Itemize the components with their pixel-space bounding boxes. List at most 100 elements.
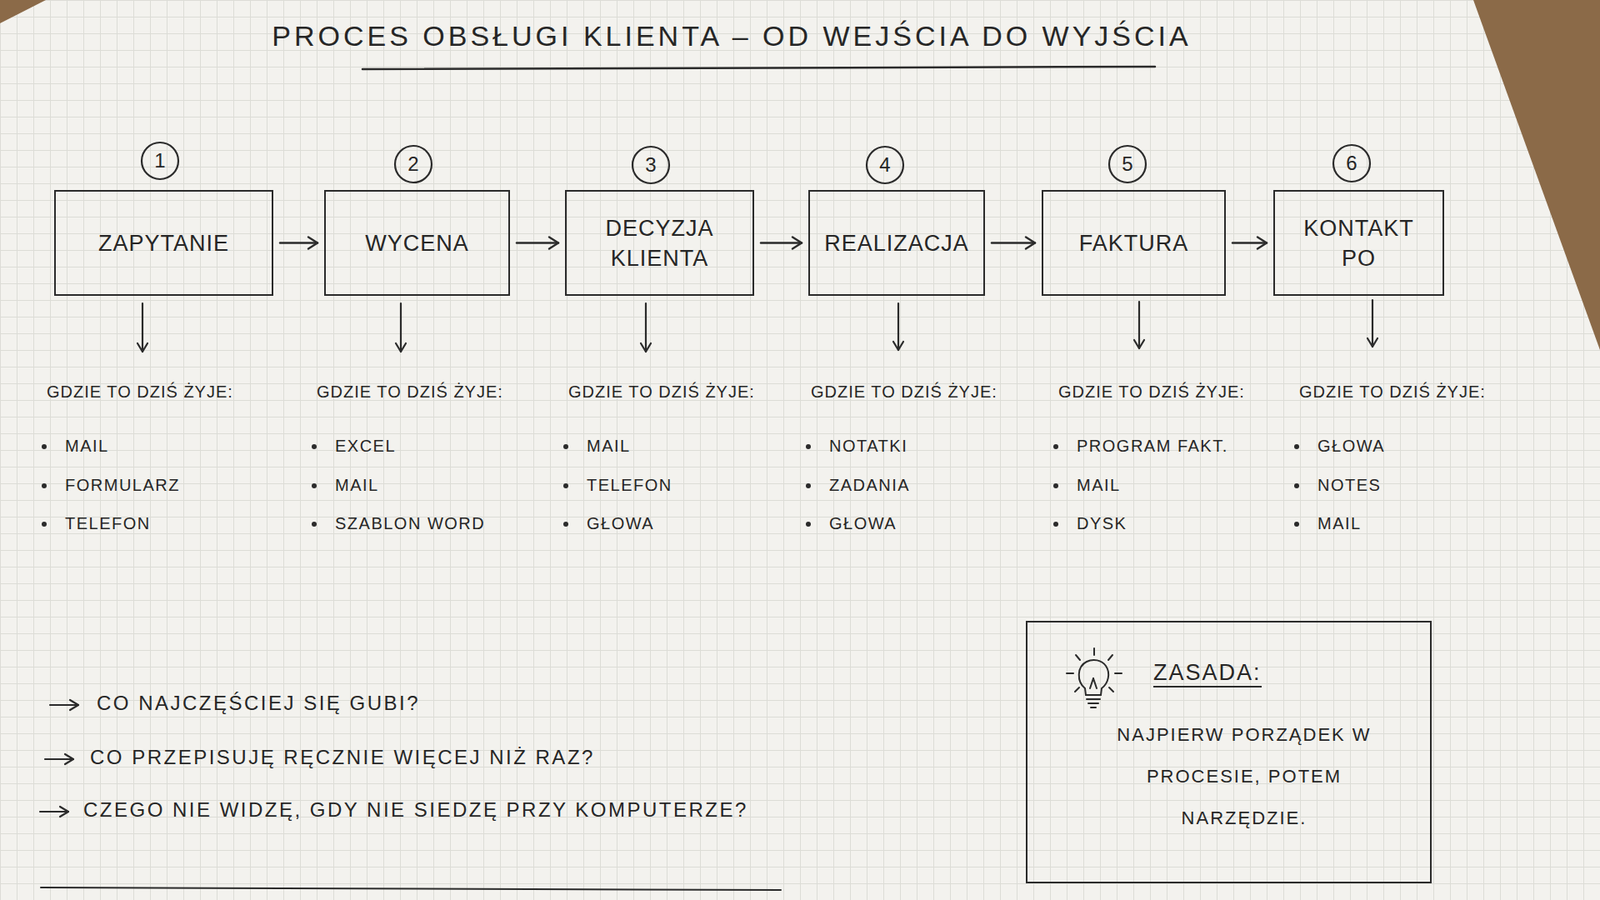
step-number-circle: 2 — [393, 144, 434, 185]
step-number-circle: 4 — [865, 145, 905, 185]
step-number: 1 — [154, 149, 165, 173]
process-box: DECYZJA KLIENTA — [565, 190, 755, 296]
down-arrow — [400, 303, 402, 352]
guiding-question: CZEGO NIE WIDZĘ, GDY NIE SIEDZĘ PRZY KOM… — [83, 798, 749, 822]
location-item: NOTES — [1317, 475, 1381, 495]
process-box: WYCENA — [324, 190, 510, 296]
location-item: MAIL — [586, 436, 631, 456]
down-arrow — [1371, 300, 1374, 347]
bullet-dot — [1053, 444, 1059, 450]
title-underline — [362, 66, 1155, 70]
guiding-question: CO NAJCZĘŚCIEJ SIĘ GUBI? — [96, 691, 420, 715]
step-number: 2 — [407, 152, 419, 176]
bullet-dot — [1053, 521, 1059, 527]
process-label: KONTAKT PO — [1285, 213, 1433, 274]
bullet-dot — [41, 483, 47, 489]
flow-arrow — [516, 241, 559, 244]
bullet-dot — [41, 444, 47, 450]
step-number: 6 — [1345, 151, 1357, 175]
flow-arrow — [280, 241, 318, 244]
step-number: 4 — [879, 153, 890, 177]
location-item: NOTATKI — [829, 436, 908, 456]
circle-outline — [866, 146, 904, 184]
bullet-dot — [563, 444, 569, 450]
circle-outline — [395, 145, 432, 183]
bullet-dot — [805, 444, 811, 450]
location-item: ZADANIA — [829, 475, 910, 495]
location-item: PROGRAM FAKT. — [1076, 436, 1229, 456]
location-item: MAIL — [1317, 514, 1362, 534]
step-number-circle: 5 — [1107, 144, 1148, 185]
location-item: MAIL — [1076, 475, 1121, 495]
step-number-circle: 3 — [630, 145, 671, 185]
location-heading: GDZIE TO DZIŚ ŻYJE: — [568, 382, 755, 402]
location-item: TELEFON — [586, 475, 673, 495]
location-item: TELEFON — [65, 514, 151, 534]
location-item: DYSK — [1076, 514, 1127, 534]
location-heading: GDZIE TO DZIŚ ŻYJE: — [810, 382, 998, 402]
down-arrows — [142, 300, 1373, 352]
location-item: FORMULARZ — [65, 475, 180, 495]
step-number-circle: 6 — [1331, 143, 1372, 184]
location-heading: GDZIE TO DZIŚ ŻYJE: — [46, 382, 234, 402]
bullet-dot — [805, 483, 811, 489]
bullet-dot — [311, 444, 317, 450]
flow-arrow — [760, 241, 802, 244]
location-heading: GDZIE TO DZIŚ ŻYJE: — [316, 382, 504, 402]
question-arrow — [45, 758, 74, 760]
bullet-dot — [805, 521, 811, 527]
flow-arrow — [991, 241, 1035, 244]
question-arrow — [40, 810, 69, 813]
down-arrow — [141, 303, 144, 352]
bullet-dot — [311, 521, 317, 527]
process-box: REALIZACJA — [808, 190, 985, 296]
process-box: ZAPYTANIE — [54, 190, 274, 296]
process-label: ZAPYTANIE — [65, 228, 262, 259]
bullet-dot — [1294, 444, 1300, 450]
process-label: WYCENA — [335, 228, 499, 259]
process-label: DECYZJA KLIENTA — [576, 213, 743, 274]
bullet-dot — [1294, 483, 1300, 489]
bullet-dot — [563, 521, 569, 527]
bullet-dot — [563, 483, 569, 489]
location-item: GŁOWA — [829, 514, 897, 534]
rule-heading: ZASADA: — [1153, 660, 1262, 688]
down-arrow — [897, 303, 900, 350]
bullet-dot — [311, 483, 317, 489]
location-item: EXCEL — [335, 436, 396, 456]
bullet-dot — [1294, 521, 1300, 527]
step-number: 5 — [1121, 152, 1133, 176]
circle-outline — [632, 146, 670, 184]
process-label: FAKTURA — [1053, 228, 1215, 259]
bullet-dot — [41, 521, 47, 527]
circle-outline — [1333, 145, 1370, 182]
flow-arrow — [1232, 241, 1267, 244]
rule-box: ZASADA: NAJPIERW PORZĄDEK W PROCESIE, POT… — [1025, 620, 1432, 884]
location-item: GŁOWA — [586, 514, 655, 534]
location-item: GŁOWA — [1317, 436, 1385, 456]
question-arrow — [50, 704, 79, 706]
step-number: 3 — [645, 153, 656, 177]
rule-text: NAJPIERW PORZĄDEK W PROCESIE, POTEM NARZ… — [1110, 714, 1378, 840]
process-box: FAKTURA — [1041, 190, 1226, 296]
process-box: KONTAKT PO — [1273, 190, 1445, 296]
guiding-question: CO PRZEPISUJĘ RĘCZNIE WIĘCEJ NIŻ RAZ? — [90, 745, 595, 770]
down-arrow — [1138, 301, 1140, 349]
down-arrow — [645, 303, 647, 352]
location-item: MAIL — [65, 436, 110, 456]
step-number-circle: 1 — [140, 140, 180, 181]
bullet-dot — [1053, 483, 1059, 489]
process-label: REALIZACJA — [820, 228, 974, 259]
circle-outline — [1109, 145, 1146, 183]
location-heading: GDZIE TO DZIŚ ŻYJE: — [1058, 382, 1245, 402]
circle-outline — [141, 142, 179, 180]
bottom-rule — [40, 887, 781, 890]
diagram-title: PROCES OBSŁUGI KLIENTA – OD WEJŚCIA DO W… — [271, 20, 1191, 53]
question-arrows — [40, 705, 79, 812]
location-item: SZABLON WORD — [335, 514, 485, 534]
lightbulb-icon — [1066, 648, 1122, 708]
table-corner — [0, 0, 46, 24]
table-corner — [1473, 0, 1600, 350]
location-item: MAIL — [335, 475, 380, 495]
